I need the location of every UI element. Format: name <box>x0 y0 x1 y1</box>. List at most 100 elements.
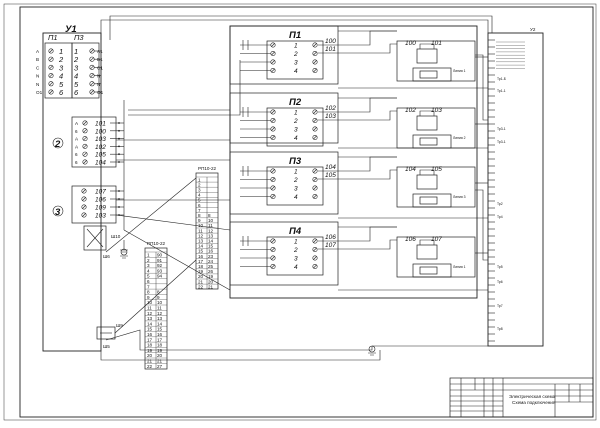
group2-row-letter: A <box>75 137 79 142</box>
terminal-row-target: 14 <box>157 321 163 326</box>
module-left-screw-slot <box>271 194 275 199</box>
module-output-label: 102 <box>325 105 336 112</box>
title-block-subtitle: Схема подключения <box>512 400 556 405</box>
terminal-row-target: 20 <box>157 353 163 358</box>
terminal-row-number: 22 <box>147 364 153 369</box>
group3-junction-dot <box>118 198 120 200</box>
p1-screw-terminal <box>48 48 54 54</box>
relay-coil-label: 103 <box>431 107 442 114</box>
module-right-screw-slot <box>313 118 317 123</box>
p4-output-wire-2 <box>338 239 397 250</box>
terminal-row-number: 11 <box>198 228 203 233</box>
module-right-screw <box>312 50 318 56</box>
group3-screw-slot <box>82 213 86 217</box>
module-right-screw-slot <box>313 256 317 260</box>
relay-line-label: Линия 1 <box>453 265 466 269</box>
terminal-row-target: 11 <box>208 223 213 228</box>
p3-screw-slot <box>90 73 94 78</box>
p1-letter: N <box>36 74 39 79</box>
ground-symbol-b <box>368 352 376 356</box>
p3-connector-label: П3 <box>74 33 84 42</box>
module-pin-number: 1 <box>294 43 298 50</box>
terminal-row-number: 20 <box>198 274 204 279</box>
p3-screw-slot <box>90 57 94 61</box>
p1-screw-slot <box>49 49 53 53</box>
terminal-row-number: 6 <box>147 279 150 284</box>
switch-label-sh9: Ш9 <box>116 323 123 328</box>
module-name: П4 <box>289 226 302 237</box>
terminal-row-number: 12 <box>147 311 153 316</box>
module-right-screw-slot <box>313 68 317 73</box>
p1-output-wire-2 <box>338 43 397 54</box>
module-right-screw <box>312 185 318 191</box>
outer-border <box>3 3 597 421</box>
terminal-row-target: 12 <box>157 311 163 316</box>
module-right-screw-slot <box>313 264 317 269</box>
module-output-label: 101 <box>325 46 336 53</box>
diagonal-wire-c <box>114 259 197 334</box>
relay-line-label: Линия 2 <box>453 136 466 140</box>
terminal-row-number: 4 <box>147 268 150 273</box>
relay-contact-box <box>412 67 452 82</box>
terminal-row-number: 21 <box>198 279 204 284</box>
title-block-frame <box>449 377 594 418</box>
group2-screw-slot <box>83 136 87 141</box>
module-left-screw-slot <box>271 68 275 73</box>
module-right-screw-slot <box>313 110 317 114</box>
p1-letter: A <box>36 49 40 54</box>
module-left-screw-slot <box>271 118 275 123</box>
group2-terminal-box <box>71 116 117 168</box>
terminal-row-target: 93 <box>157 268 163 273</box>
module-right-screw-slot <box>313 177 317 182</box>
group2-screw-terminal <box>82 136 88 142</box>
module-left-screw-slot <box>271 177 275 182</box>
relay-coil-lead <box>419 169 435 175</box>
p1-screw-terminal <box>48 81 54 87</box>
module-pin-number: 1 <box>294 239 298 246</box>
p1-number: 2 <box>58 55 64 64</box>
module-left-screw-slot <box>271 135 275 140</box>
p1-number: 5 <box>59 80 64 89</box>
p1-screw-slot <box>49 65 53 70</box>
p1-letter: O1 <box>36 90 43 95</box>
terminal-row-target: 15 <box>157 327 163 332</box>
p3-output-wire-2 <box>338 169 397 180</box>
u2-right-label: Тр6 <box>497 280 503 284</box>
module-pin-number: 2 <box>293 51 298 58</box>
p1-screw-slot <box>49 82 53 86</box>
group3-row-number: 103 <box>95 213 106 220</box>
terminal-row-number: 15 <box>147 327 153 332</box>
module-output-label: 105 <box>325 172 336 179</box>
p1-output-wire <box>338 30 397 46</box>
group2-screw-terminal <box>82 151 88 157</box>
group3-screw-terminal <box>81 188 87 194</box>
relay-contact <box>419 196 438 205</box>
terminal-row-number: 19 <box>147 348 153 353</box>
p1-screw-terminal <box>48 56 54 62</box>
switch-block-top-cross <box>86 228 104 248</box>
terminal-row-number: 1 <box>198 177 201 182</box>
module-right-screw-slot <box>313 194 317 199</box>
group3-circle <box>52 205 64 217</box>
terminal-row-target: 8 <box>208 213 211 218</box>
group2-screw-slot <box>83 144 87 149</box>
module-right-screw <box>312 68 318 74</box>
module-left-screw-slot <box>271 169 275 173</box>
group2-screw-slot <box>83 129 87 133</box>
module-pin-number: 4 <box>294 135 298 142</box>
u2-pin-rows <box>488 39 495 342</box>
module-right-screw <box>312 255 318 261</box>
terminal-row-target: 13 <box>208 233 214 238</box>
group3-screw-slot <box>82 189 86 193</box>
module-pin-number: 1 <box>294 110 298 117</box>
left-main-cabinet <box>42 32 102 352</box>
group2-junction-dot <box>118 122 120 124</box>
module-pin-number: 4 <box>294 68 298 75</box>
module-terminal-block <box>266 107 324 147</box>
module-right-screw-slot <box>313 239 317 243</box>
group2-junction-dot <box>118 161 120 163</box>
group2-row-number: 100 <box>95 128 106 135</box>
module-right-screw-slot <box>313 43 317 47</box>
